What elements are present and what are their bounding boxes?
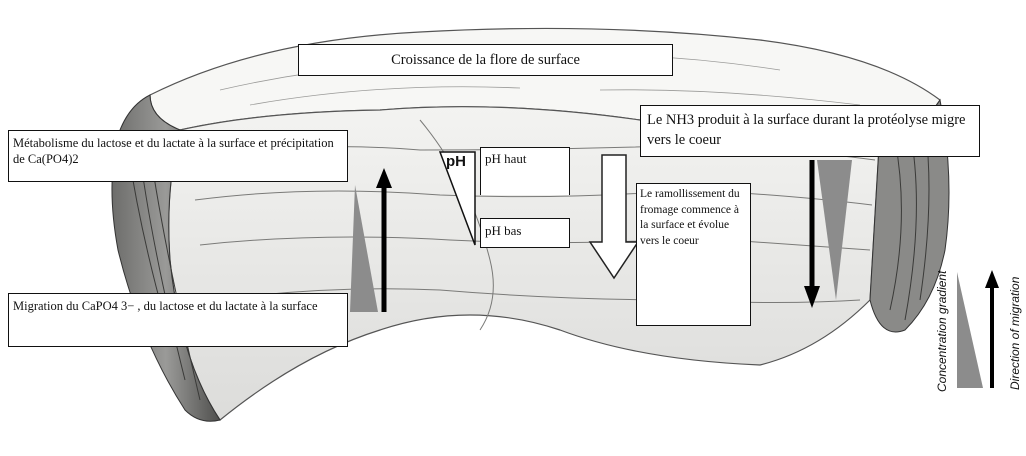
legend-arrow-icon — [985, 270, 999, 388]
surface-flora-text: Croissance de la flore de surface — [391, 52, 580, 68]
lactose-metabolism-label: Métabolisme du lactose et du lactate à l… — [8, 130, 348, 182]
nh3-migration-label: Le NH3 produit à la surface durant la pr… — [640, 105, 980, 157]
ph-low-label: pH bas — [480, 218, 570, 248]
nh3-migration-text: Le NH3 produit à la surface durant la pr… — [647, 112, 965, 148]
softening-label: Le ramollissement du fromage commence à … — [636, 183, 751, 326]
softening-text: Le ramollissement du fromage commence à … — [640, 188, 740, 247]
surface-flora-label: Croissance de la flore de surface — [298, 44, 673, 76]
calcium-migration-text: Migration du CaPO4 3− , du lactose et du… — [13, 299, 318, 313]
calcium-migration-label: Migration du CaPO4 3− , du lactose et du… — [8, 293, 348, 347]
legend-gradient-icon — [957, 272, 983, 388]
ph-low-text: pH bas — [485, 223, 521, 238]
legend-migration-label: Direction of migration — [1008, 277, 1022, 390]
legend-concentration-label: Concentration gradient — [935, 271, 949, 392]
ph-symbol: pH — [446, 153, 466, 170]
ph-high-text: pH haut — [485, 151, 527, 166]
lactose-metabolism-text: Métabolisme du lactose et du lactate à l… — [13, 136, 334, 166]
ph-high-label: pH haut — [480, 147, 570, 195]
